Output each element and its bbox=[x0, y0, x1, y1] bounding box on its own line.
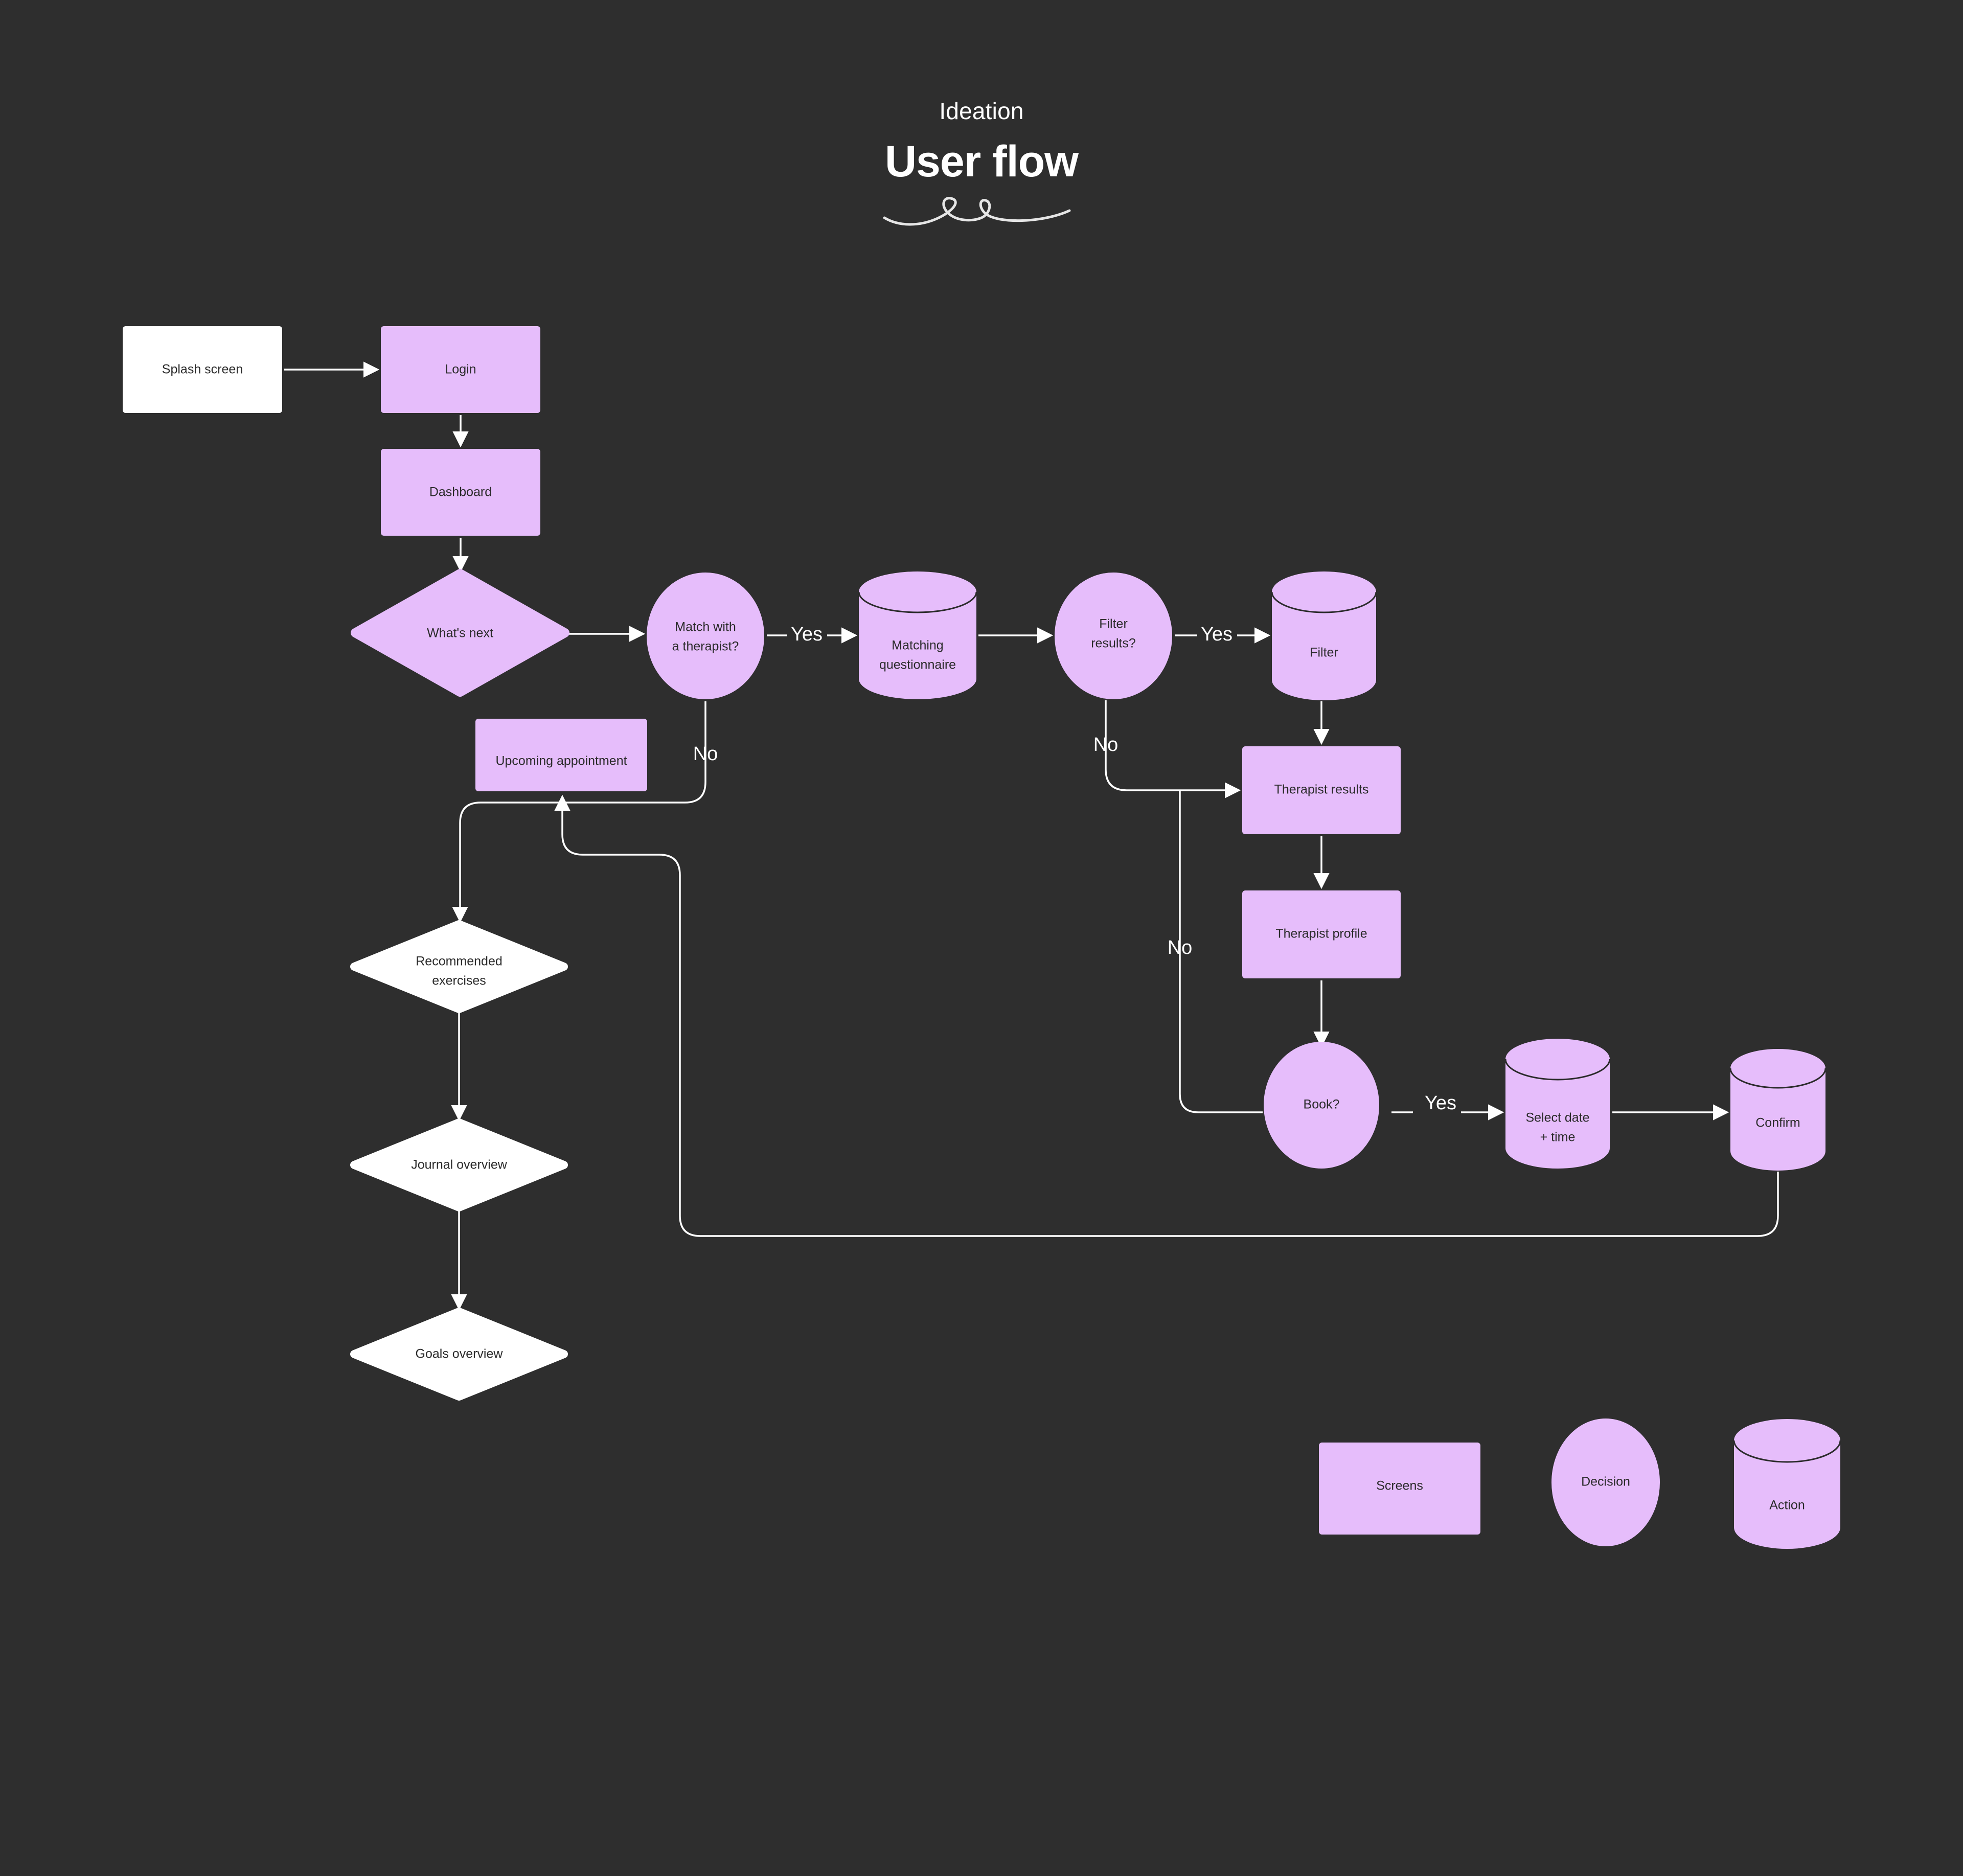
node-label-line2: results? bbox=[1091, 636, 1136, 651]
node-label-line1: Match with bbox=[675, 620, 736, 634]
edge-filterresults-no-book bbox=[1179, 790, 1263, 1113]
edge-label-no-3: No bbox=[1168, 937, 1193, 958]
node-label-line2: + time bbox=[1540, 1130, 1576, 1145]
node-label: Confirm bbox=[1755, 1116, 1800, 1130]
node-label: Filter bbox=[1310, 646, 1338, 660]
edge-label-yes-1: Yes bbox=[791, 624, 823, 645]
node-label: Therapist results bbox=[1274, 783, 1369, 797]
node-login[interactable]: Login bbox=[381, 326, 540, 413]
node-goals-overview[interactable]: Goals overview bbox=[350, 1308, 568, 1401]
node-label: Goals overview bbox=[416, 1347, 504, 1361]
node-label-line1: Matching bbox=[892, 638, 943, 653]
node-label: Splash screen bbox=[162, 362, 243, 377]
node-label-line2: a therapist? bbox=[672, 639, 739, 654]
edge-label-yes-3: Yes bbox=[1425, 1092, 1456, 1114]
node-label-line2: exercises bbox=[432, 974, 486, 988]
legend-label-screens: Screens bbox=[1376, 1479, 1423, 1493]
node-match-with-therapist[interactable]: Match with a therapist? bbox=[647, 573, 764, 699]
edge-match-no-recommended bbox=[452, 701, 706, 923]
node-therapist-profile[interactable]: Therapist profile bbox=[1242, 890, 1401, 978]
edge-label-yes-2: Yes bbox=[1201, 624, 1232, 645]
node-label: Dashboard bbox=[429, 485, 492, 499]
node-filter[interactable]: Filter bbox=[1271, 571, 1377, 700]
legend-item-decision[interactable]: Decision bbox=[1551, 1419, 1660, 1546]
node-confirm[interactable]: Confirm bbox=[1729, 1049, 1827, 1171]
node-filter-results[interactable]: Filter results? bbox=[1055, 573, 1172, 699]
node-dashboard[interactable]: Dashboard bbox=[381, 449, 540, 536]
node-therapist-results[interactable]: Therapist results bbox=[1242, 746, 1401, 834]
node-select-date-time[interactable]: Select date + time bbox=[1504, 1039, 1611, 1169]
edge-label-no-2: No bbox=[1093, 734, 1119, 756]
legend-item-screens[interactable]: Screens bbox=[1319, 1443, 1480, 1535]
node-journal-overview[interactable]: Journal overview bbox=[350, 1118, 568, 1211]
node-label: What's next bbox=[427, 626, 493, 640]
node-label: Therapist profile bbox=[1275, 927, 1367, 941]
legend-item-action[interactable]: Action bbox=[1733, 1419, 1841, 1549]
node-label-line1: Recommended bbox=[416, 954, 503, 969]
page-eyebrow: Ideation bbox=[939, 98, 1024, 124]
node-label: Upcoming appointment bbox=[495, 754, 627, 768]
node-splash-screen[interactable]: Splash screen bbox=[123, 326, 282, 413]
squiggle-underline-icon bbox=[0, 193, 1963, 234]
node-label: Login bbox=[445, 362, 476, 377]
node-label-line1: Filter bbox=[1099, 617, 1128, 631]
connectors bbox=[284, 361, 1779, 1311]
node-label-line1: Select date bbox=[1525, 1111, 1589, 1125]
edge-filterresults-no-therapistresults bbox=[1105, 700, 1241, 798]
legend-label-action: Action bbox=[1769, 1498, 1805, 1513]
node-whats-next[interactable]: What's next bbox=[351, 569, 569, 697]
legend: Screens Decision Action bbox=[1319, 1419, 1841, 1549]
node-upcoming-appointment[interactable]: Upcoming appointment bbox=[475, 719, 647, 791]
node-label: Journal overview bbox=[411, 1158, 508, 1172]
page-header: Ideation User flow bbox=[0, 97, 1963, 234]
node-recommended-exercises[interactable]: Recommended exercises bbox=[350, 920, 568, 1013]
edge-confirm-upcoming bbox=[554, 794, 1779, 1237]
node-label: Book? bbox=[1304, 1097, 1340, 1112]
legend-label-decision: Decision bbox=[1581, 1475, 1630, 1489]
page-title: User flow bbox=[884, 137, 1079, 187]
node-matching-questionnaire[interactable]: Matching questionnaire bbox=[858, 571, 977, 699]
node-book[interactable]: Book? bbox=[1264, 1042, 1379, 1169]
edge-label-no-1: No bbox=[693, 743, 718, 765]
node-label-line2: questionnaire bbox=[879, 658, 956, 672]
